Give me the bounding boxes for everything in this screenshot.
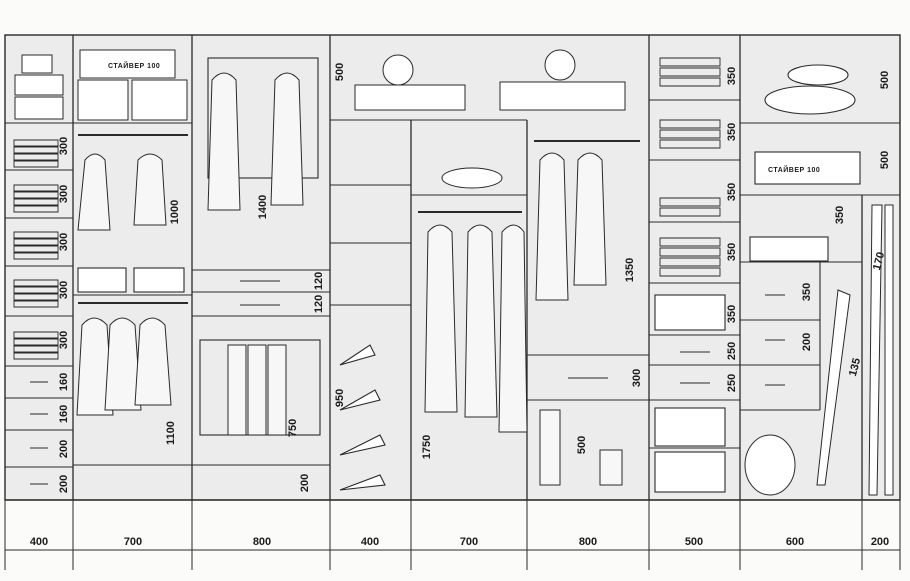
section-4-structure (330, 119, 527, 491)
dim-s8-a: 500 (879, 71, 891, 89)
dim-s7-g: 250 (726, 374, 738, 392)
dim-s7-e: 350 (726, 305, 738, 323)
dim-s4-b: 950 (334, 389, 346, 407)
width-label-1: 400 (30, 536, 48, 548)
box-brand-label-2: СТАЙВЕР 100 (768, 165, 820, 174)
dim-s3-e: 200 (299, 474, 311, 492)
dim-s3-c: 120 (313, 295, 325, 313)
dim-s5-a: 1750 (421, 435, 433, 459)
section-3-dim-labels: 1400 120 120 750 200 (257, 195, 325, 492)
dim-s1-f: 160 (58, 373, 70, 391)
bottom-dimension-ticks (4, 500, 901, 570)
dim-s6-a: 1350 (624, 258, 636, 282)
section-1-drawer-handles (30, 381, 48, 485)
luggage-bags (354, 49, 626, 111)
dim-s8-c: 350 (834, 206, 846, 224)
dim-s1-a: 300 (58, 137, 70, 155)
box-brand-label: СТАЙВЕР 100 (108, 61, 160, 70)
width-label-2: 700 (124, 536, 142, 548)
section-2-structure (73, 122, 192, 466)
dim-s1-h: 200 (58, 440, 70, 458)
dim-s3-b: 120 (313, 272, 325, 290)
width-label-5: 700 (460, 536, 478, 548)
section-3-structure (192, 57, 330, 466)
section-1-dim-labels: 300 300 300 300 300 160 160 200 200 (58, 137, 70, 493)
hanging-coats-s3 (207, 72, 304, 436)
dim-s3-d: 750 (287, 419, 299, 437)
dim-s7-f: 250 (726, 342, 738, 360)
section-6-dim-labels: 1350 300 500 (576, 258, 643, 454)
folded-clothes-stacks (13, 139, 59, 360)
dim-s7-b: 350 (726, 123, 738, 141)
section-7-shelves (649, 99, 740, 493)
dim-s7-d: 350 (726, 243, 738, 261)
dim-s7-a: 350 (726, 67, 738, 85)
section-7-dim-labels: 350 350 350 350 350 250 250 (726, 67, 738, 392)
width-label-7: 500 (685, 536, 703, 548)
section-1-shelves (5, 122, 73, 468)
section-9-dim-labels: 170 (871, 251, 887, 272)
width-label-8: 600 (786, 536, 804, 548)
dim-s9-a: 170 (871, 251, 887, 272)
section-2-dim-labels: 1000 1100 (165, 200, 181, 445)
section-8-dim-labels: 500 500 350 350 200 135 (801, 71, 891, 378)
vacuum-cleaner-and-skis (744, 204, 894, 496)
dim-s2-a: 1000 (169, 200, 181, 224)
hanging-clothes-s5 (424, 167, 528, 433)
dim-s1-g: 160 (58, 405, 70, 423)
width-label-9: 200 (871, 536, 889, 548)
dim-s1-c: 300 (58, 233, 70, 251)
hanging-jackets-s2 (76, 153, 172, 416)
section-4-dim-labels: 500 950 (334, 63, 346, 407)
dim-s1-i: 200 (58, 475, 70, 493)
dim-s1-b: 300 (58, 185, 70, 203)
dim-s6-c: 500 (576, 436, 588, 454)
dim-s1-e: 300 (58, 331, 70, 349)
dim-s6-b: 300 (631, 369, 643, 387)
width-label-4: 400 (361, 536, 379, 548)
dim-s4-a: 500 (334, 63, 346, 81)
section-5-dim-labels: 1750 (421, 435, 433, 459)
dim-s8-b: 500 (879, 151, 891, 169)
dim-s2-b: 1100 (165, 421, 177, 445)
section-8-structure (740, 64, 900, 411)
dim-s8-d: 350 (801, 283, 813, 301)
storage-boxes-top-left (14, 49, 188, 121)
dim-s8-e: 200 (801, 333, 813, 351)
dim-s3-a: 1400 (257, 195, 269, 219)
width-label-6: 800 (579, 536, 597, 548)
section-dividers (5, 35, 900, 501)
width-label-3: 800 (253, 536, 271, 548)
section-6-structure (527, 140, 649, 401)
bottom-width-labels: 400 700 800 400 700 800 500 600 200 (30, 536, 889, 548)
dim-s7-c: 350 (726, 183, 738, 201)
hanging-coats-s6 (535, 152, 623, 486)
folded-towels-s7 (659, 57, 721, 277)
dim-s1-d: 300 (58, 281, 70, 299)
dim-s8-f: 135 (847, 357, 863, 378)
